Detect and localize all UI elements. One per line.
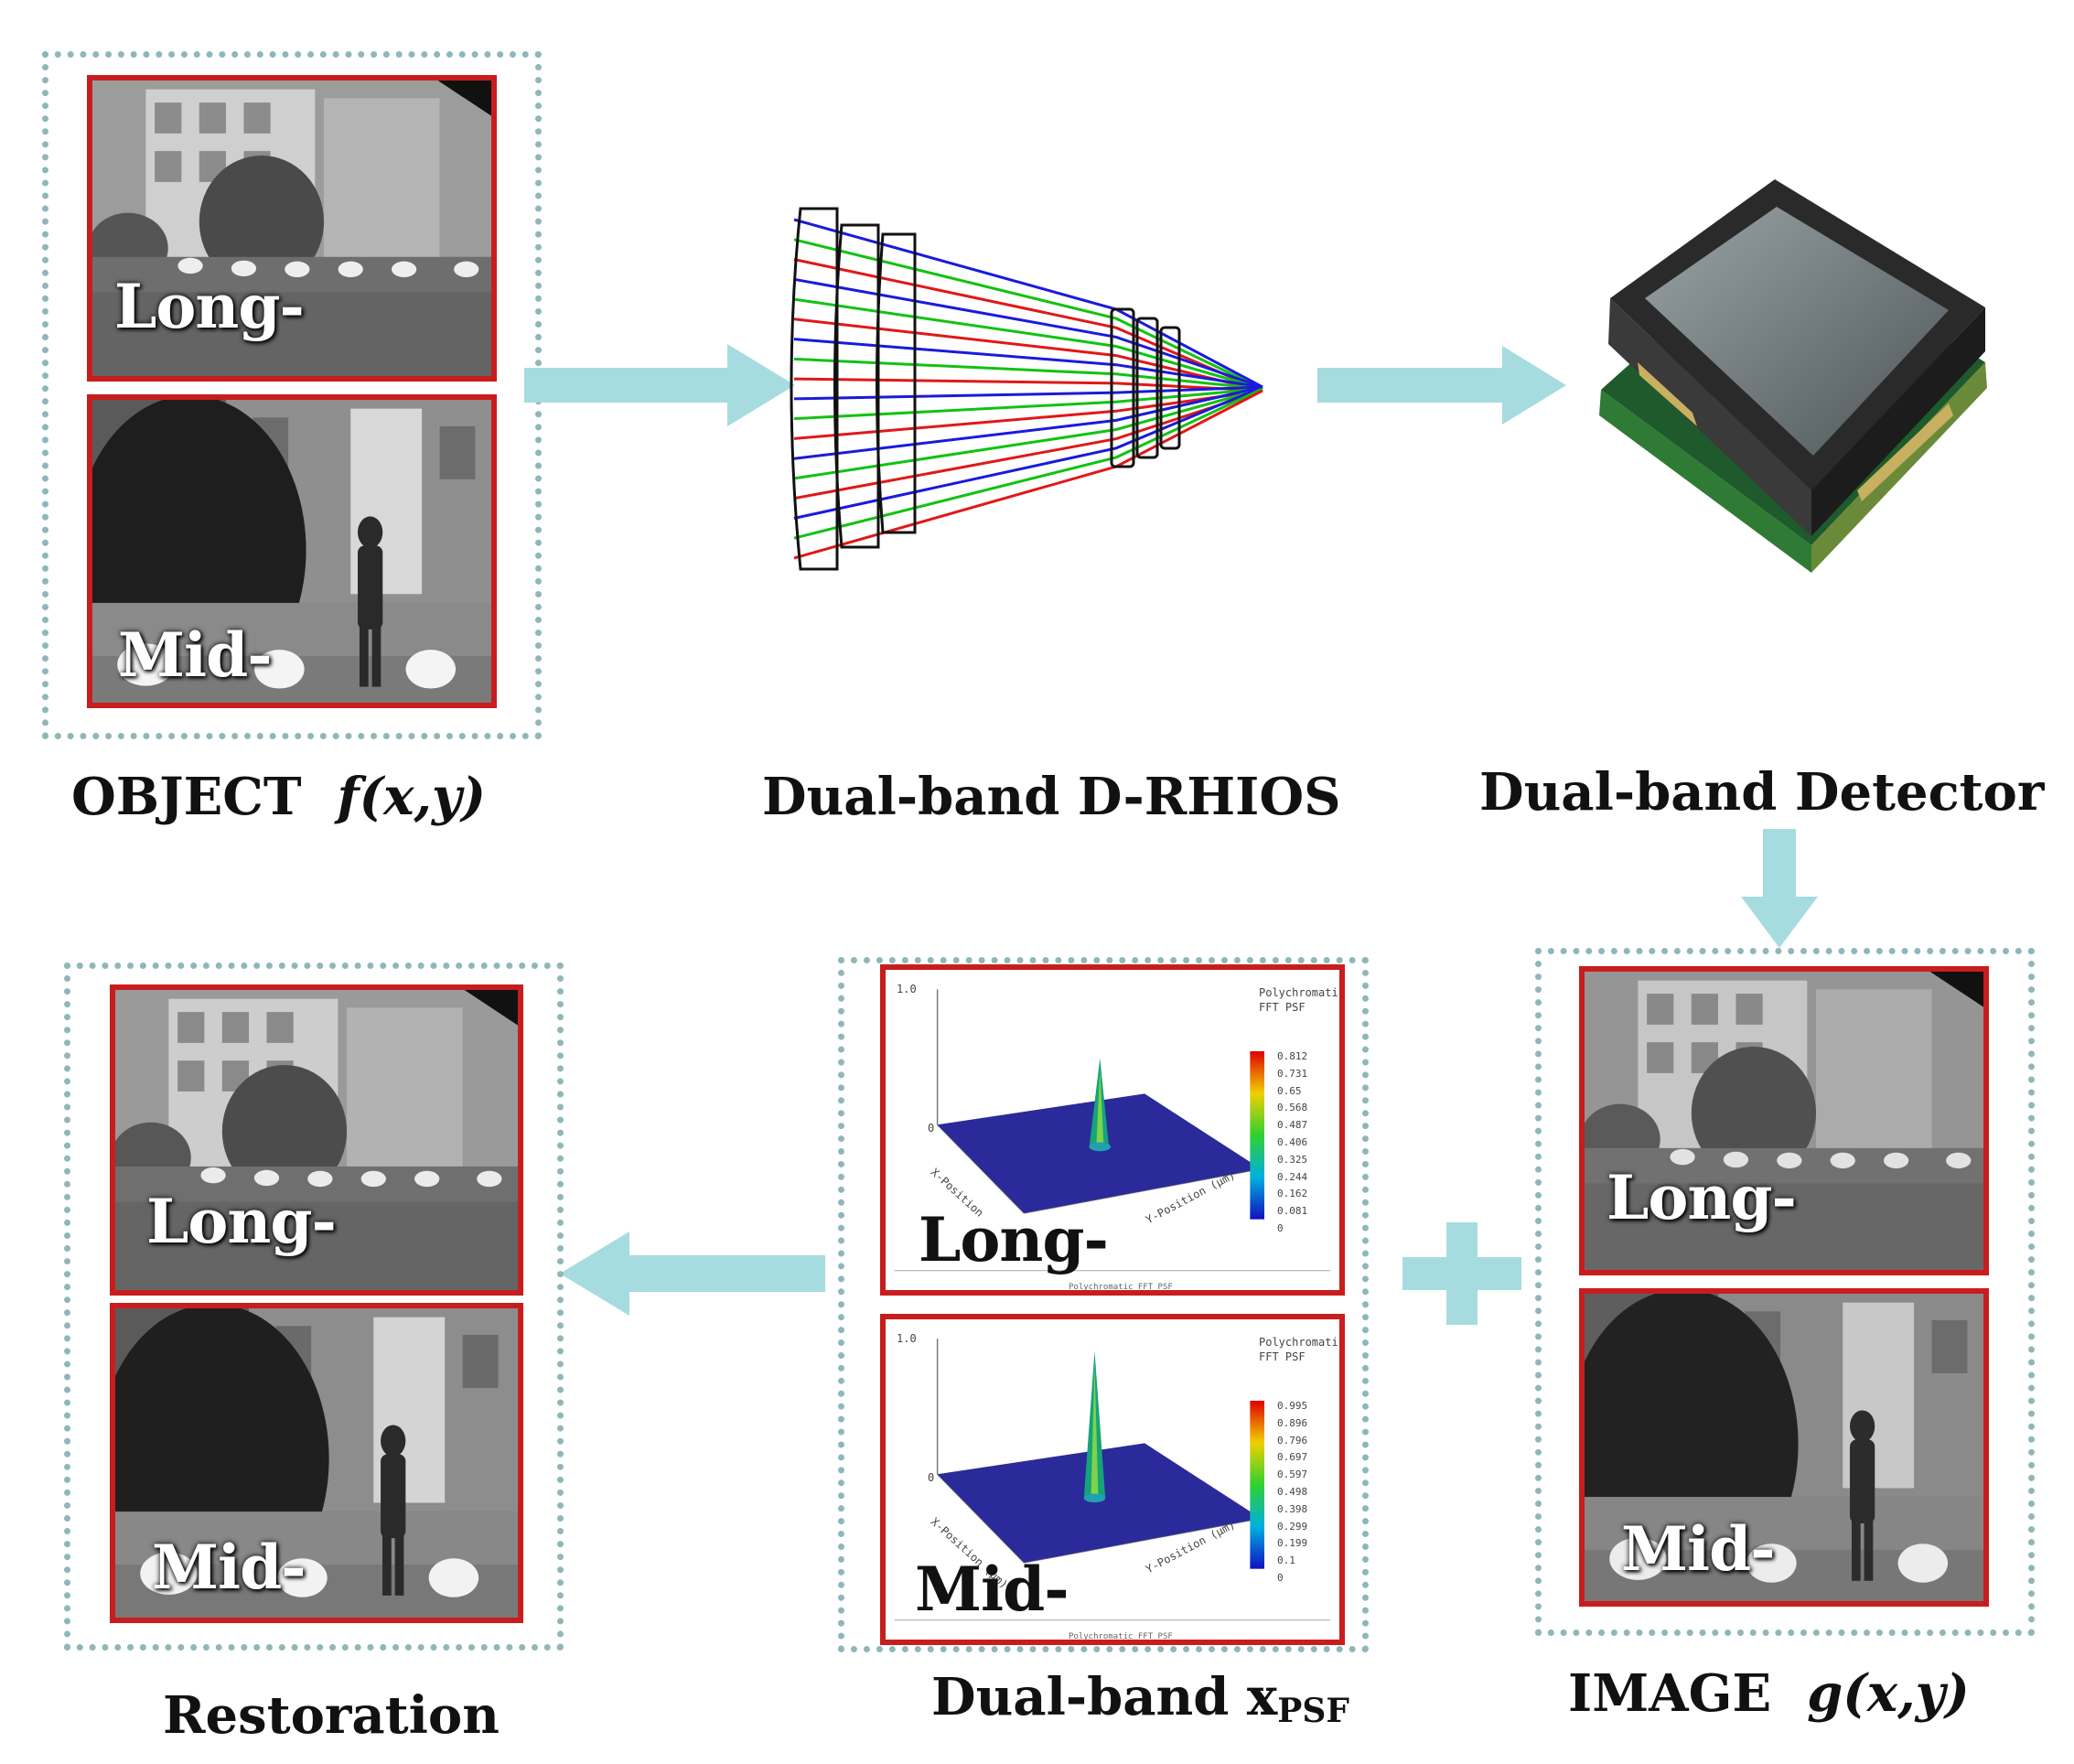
detector-chip-image — [1583, 179, 2004, 582]
psf-mid-scale-tick: 0.299 — [1277, 1520, 1308, 1533]
psf-mid-title-line2: FFT PSF — [1259, 1350, 1306, 1363]
psf-mid-title-line1: Polychromatic — [1259, 1336, 1345, 1349]
psf-mid-axis-zero: 0 — [928, 1471, 935, 1484]
psf-caption: Dual-band xPSF — [931, 1667, 1349, 1730]
psf-mid-scale-tick: 0.199 — [1277, 1537, 1308, 1550]
psf-mid-scale-tick: 0.896 — [1277, 1416, 1308, 1429]
arrow-optics-to-detector — [1317, 346, 1566, 425]
psf-caption-text: Dual-band x — [931, 1667, 1278, 1727]
image-caption: IMAGE g(x,y) — [1568, 1663, 1970, 1724]
restoration-mid-image: Mid- — [110, 1303, 523, 1623]
psf-long-label: Long- — [919, 1204, 1109, 1275]
psf-caption-subscript: PSF — [1277, 1692, 1349, 1730]
restoration-long-image: Long- — [110, 984, 523, 1296]
psf-long-plot: 1.0 0 Polychromatic FFT PSF 0.812 0.731 … — [880, 964, 1345, 1296]
restoration-mid-label: Mid- — [152, 1532, 306, 1603]
optical-ray — [793, 357, 1263, 391]
optics-lens-diagram — [787, 201, 1281, 576]
object-caption-text: OBJECT — [71, 767, 302, 827]
psf-mid-scale-tick: 0.597 — [1277, 1468, 1308, 1481]
optics-caption: Dual-band D-RHIOS — [762, 767, 1341, 827]
psf-long-axis-zero: 0 — [928, 1122, 935, 1135]
psf-mid-scale-tick: 0.498 — [1277, 1485, 1308, 1498]
arrow-psf-to-restoration — [560, 1232, 825, 1316]
psf-long-scale-tick: 0.487 — [1277, 1119, 1308, 1132]
image-caption-function: g(x,y) — [1807, 1663, 1970, 1724]
optical-ray — [793, 385, 1263, 520]
restoration-group — [64, 963, 564, 1651]
psf-long-scale-tick: 0.812 — [1277, 1050, 1308, 1062]
optical-ray — [793, 238, 1263, 391]
psf-mid-scale: 0.995 0.896 0.796 0.697 0.597 0.498 0.39… — [1277, 1398, 1307, 1587]
arrow-detector-to-image — [1741, 829, 1818, 948]
psf-mid-footer: Polychromatic FFT PSF — [1069, 1632, 1173, 1641]
object-mid-label: Mid- — [118, 619, 273, 691]
arrow-object-to-optics — [524, 344, 795, 426]
optical-ray — [793, 297, 1263, 391]
object-caption: OBJECT f(x,y) — [71, 767, 486, 827]
image-long-image: Long- — [1579, 966, 1989, 1275]
detector-caption: Dual-band Detector — [1479, 762, 2045, 823]
psf-mid-label: Mid- — [915, 1554, 1069, 1625]
restoration-long-label: Long- — [146, 1186, 337, 1257]
image-long-label: Long- — [1607, 1162, 1797, 1233]
object-mid-image: Mid- — [87, 394, 497, 708]
object-long-image: Long- — [87, 75, 497, 382]
psf-mid-plot: 1.0 0 Polychromatic FFT PSF 0.995 0.896 … — [880, 1314, 1345, 1645]
optical-ray — [793, 387, 1263, 421]
psf-long-scale-tick: 0.162 — [1277, 1188, 1308, 1200]
psf-long-title-line1: Polychromatic — [1259, 986, 1345, 999]
optical-ray — [793, 387, 1263, 480]
psf-long-scale-tick: 0.568 — [1277, 1102, 1308, 1114]
restoration-caption: Restoration — [163, 1685, 500, 1746]
psf-mid-axis-top: 1.0 — [897, 1332, 917, 1345]
optical-ray — [793, 385, 1263, 460]
psf-mid-scale-tick: 0 — [1277, 1571, 1284, 1584]
psf-group — [838, 957, 1369, 1652]
psf-mid-scale-tick: 0.796 — [1277, 1434, 1308, 1447]
psf-mid-scale-tick: 0.995 — [1277, 1400, 1308, 1412]
psf-long-title-line2: FFT PSF — [1259, 1001, 1306, 1014]
psf-long-axis-top: 1.0 — [897, 983, 917, 995]
image-caption-text: IMAGE — [1568, 1663, 1772, 1724]
psf-mid-scale-tick: 0.697 — [1277, 1451, 1308, 1464]
image-mid-image: Mid- — [1579, 1288, 1989, 1607]
optical-ray — [793, 385, 1263, 401]
optical-ray — [793, 338, 1263, 389]
psf-mid-scale-tick: 0.1 — [1277, 1554, 1295, 1567]
psf-long-scale-tick: 0.325 — [1277, 1153, 1308, 1166]
psf-long-scale: 0.812 0.731 0.65 0.568 0.487 0.406 0.325… — [1277, 1049, 1307, 1238]
object-caption-function: f(x,y) — [337, 767, 487, 827]
psf-long-scale-tick: 0.081 — [1277, 1205, 1308, 1218]
object-long-label: Long- — [114, 271, 305, 342]
image-mid-label: Mid- — [1621, 1513, 1776, 1585]
psf-long-scale-tick: 0.65 — [1277, 1084, 1302, 1097]
optical-ray — [793, 277, 1263, 389]
optical-ray — [793, 387, 1263, 540]
psf-mid-scale-tick: 0.398 — [1277, 1502, 1308, 1515]
psf-long-scale-tick: 0.244 — [1277, 1170, 1308, 1183]
psf-long-footer: Polychromatic FFT PSF — [1069, 1283, 1173, 1292]
psf-long-scale-tick: 0.406 — [1277, 1135, 1308, 1148]
psf-long-scale-tick: 0 — [1277, 1221, 1284, 1234]
plus-icon — [1402, 1222, 1521, 1328]
psf-long-scale-tick: 0.731 — [1277, 1067, 1308, 1080]
image-group — [1535, 948, 2035, 1636]
